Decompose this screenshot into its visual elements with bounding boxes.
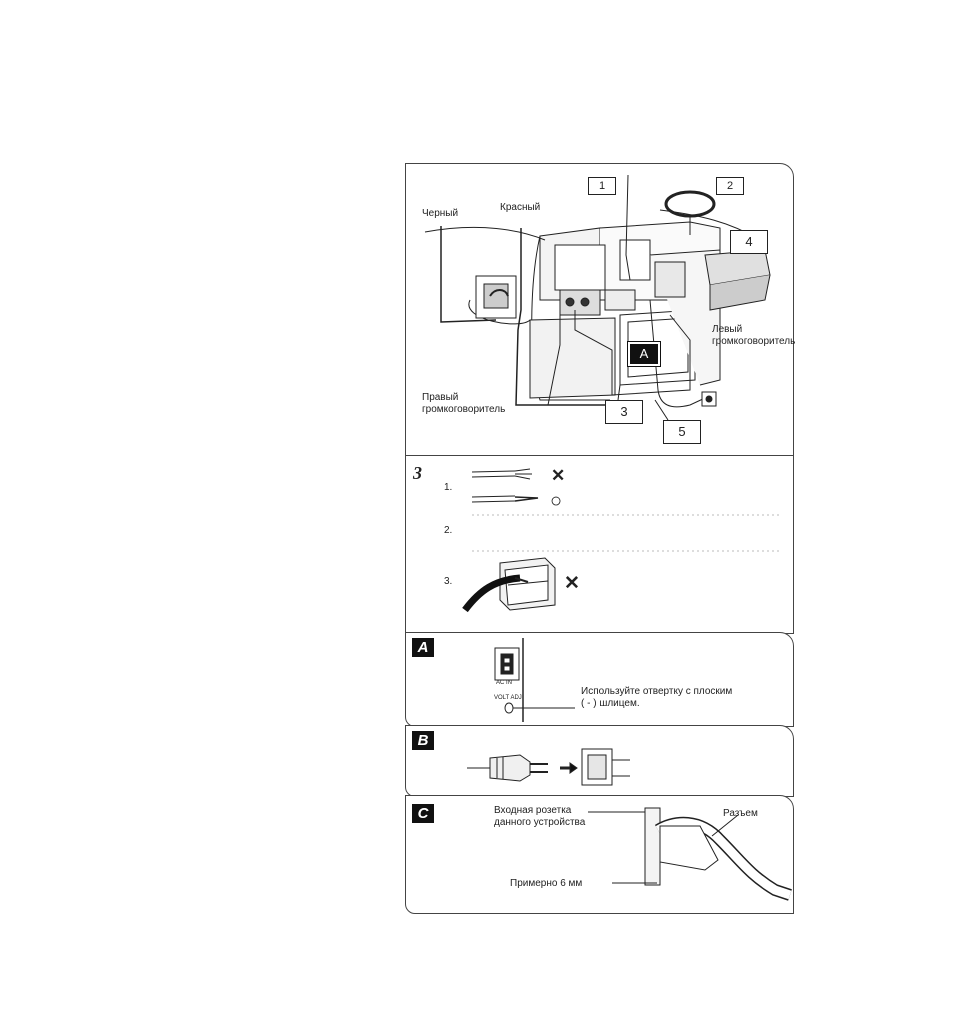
distance-label: Примерно 6 мм: [510, 878, 582, 890]
inlet-label-line2: данного устройства: [494, 817, 585, 829]
inlet-label: Входная розетка данного устройства: [494, 805, 585, 829]
inlet-label-line1: Входная розетка: [494, 805, 585, 817]
plug-label: Разъем: [723, 808, 758, 820]
